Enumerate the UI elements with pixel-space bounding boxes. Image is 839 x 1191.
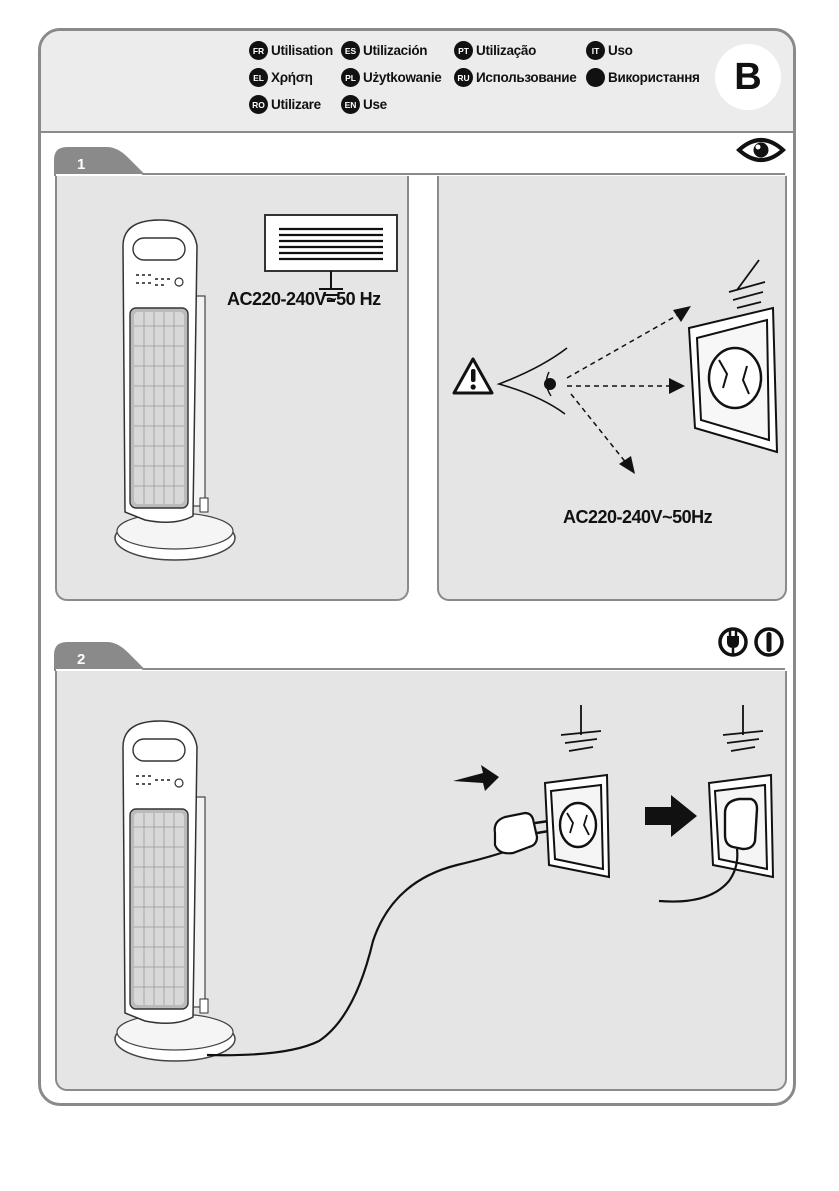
lang-fr: FR Utilisation xyxy=(249,41,333,60)
power-icon xyxy=(753,626,785,658)
lang-label: Uso xyxy=(608,43,633,58)
lang-badge: EN xyxy=(341,95,360,114)
lang-label: Utilização xyxy=(476,43,536,58)
lang-badge xyxy=(586,68,605,87)
lang-label: Використання xyxy=(608,70,700,85)
lang-badge: RU xyxy=(454,68,473,87)
step-1-tab: 1 xyxy=(55,148,785,176)
lang-ru: RU Использование xyxy=(454,68,576,87)
lang-badge: PL xyxy=(341,68,360,87)
lang-en: EN Use xyxy=(341,95,387,114)
lang-uk: Використання xyxy=(586,68,700,87)
lang-label: Χρήση xyxy=(271,70,313,85)
warning-icon xyxy=(451,356,495,396)
step-2-connect-panel xyxy=(55,671,787,1091)
lang-es: ES Utilización xyxy=(341,41,427,60)
step-1-inspection-panel: AC220-240V~50Hz xyxy=(437,176,787,601)
lang-label: Utilisation xyxy=(271,43,333,58)
lang-label: Użytkowanie xyxy=(363,70,441,85)
step-number: 1 xyxy=(77,156,85,173)
step-2-tab: 2 xyxy=(55,643,785,671)
lang-badge: RO xyxy=(249,95,268,114)
wall-socket-icon xyxy=(537,701,617,891)
instruction-sheet: FR Utilisation ES Utilización PT Utiliza… xyxy=(38,28,796,1106)
lang-badge: IT xyxy=(586,41,605,60)
lang-badge: FR xyxy=(249,41,268,60)
tower-heater-illustration xyxy=(105,216,255,566)
page-letter: B xyxy=(715,44,781,110)
step-1-heater-panel: AC220-240V~50 Hz xyxy=(55,176,409,601)
plug-icon xyxy=(717,626,749,658)
lang-pt: PT Utilização xyxy=(454,41,536,60)
step-number: 2 xyxy=(77,651,85,668)
lang-label: Использование xyxy=(476,70,576,85)
lang-badge: EL xyxy=(249,68,268,87)
lang-pl: PL Użytkowanie xyxy=(341,68,441,87)
wall-socket-icon xyxy=(683,256,787,456)
lang-el: EL Χρήση xyxy=(249,68,313,87)
lang-label: Utilización xyxy=(363,43,427,58)
lang-badge: ES xyxy=(341,41,360,60)
lang-label: Use xyxy=(363,97,387,112)
eye-icon xyxy=(737,136,785,164)
lang-badge: PT xyxy=(454,41,473,60)
lang-it: IT Uso xyxy=(586,41,633,60)
voltage-label: AC220-240V~50Hz xyxy=(563,507,712,528)
lang-label: Utilizare xyxy=(271,97,321,112)
plugged-socket-icon xyxy=(653,701,789,931)
language-header: FR Utilisation ES Utilización PT Utiliza… xyxy=(41,31,793,133)
voltage-label: AC220-240V~50 Hz xyxy=(227,289,381,310)
push-arrow-icon xyxy=(451,763,501,793)
lang-ro: RO Utilizare xyxy=(249,95,321,114)
